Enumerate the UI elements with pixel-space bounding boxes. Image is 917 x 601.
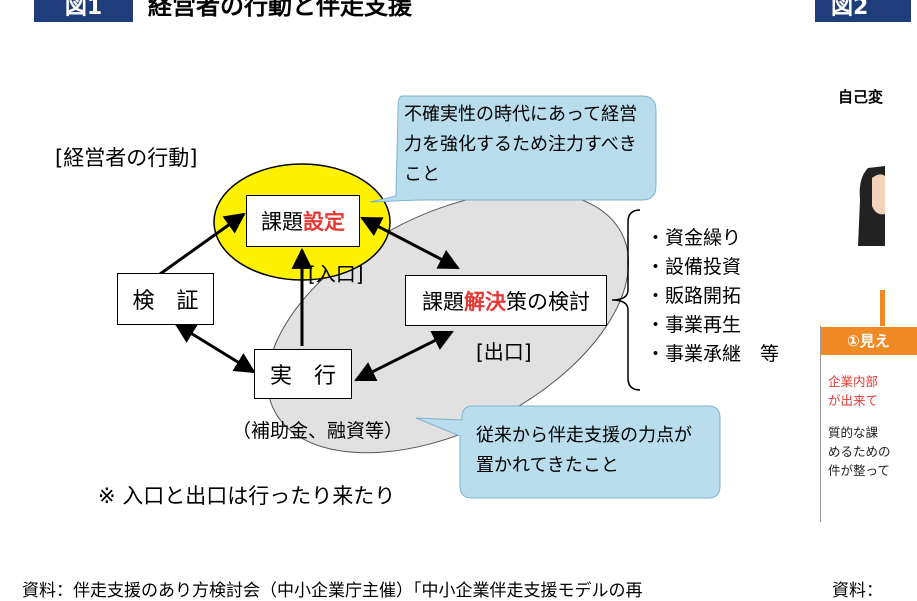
callout-bottom-text: 従来から伴走支援の力点が 置かれてきたこと	[476, 421, 716, 481]
callout-top-line-3: こと	[404, 164, 440, 185]
execution-box: 実 行	[254, 349, 352, 399]
list-item: ・事業承継 等	[646, 343, 780, 365]
figure2-panel	[820, 326, 891, 522]
entrance-label: [入口]	[308, 262, 364, 286]
solution-highlight: 解決	[464, 289, 506, 314]
entrance-exit-note: ※ 入口と出口は行ったり来たり	[98, 484, 396, 508]
section-label: [経営者の行動]	[55, 146, 198, 170]
callout-bottom-line-2: 置かれてきたこと	[476, 455, 619, 476]
callout-bottom-bubble	[415, 405, 721, 499]
callout-top-bubble	[369, 95, 657, 203]
list-item: ・設備投資	[646, 256, 742, 278]
arrow-setting-kaiketsu	[360, 216, 460, 270]
figure2-heading: 自己変	[838, 88, 884, 106]
list-item: ・資金繰り	[646, 227, 742, 249]
callout-top-text: 不確実性の時代にあって経営 力を強化するため注力すべき こと	[404, 100, 654, 190]
figure2-section-header: ①見え	[821, 327, 917, 355]
issue-setting-highlight: 設定	[303, 210, 345, 234]
financing-list: ・資金繰り ・設備投資 ・販路開拓 ・事業再生 ・事業承継 等	[646, 224, 779, 369]
arrow-kensho-jikko	[174, 322, 256, 374]
solution-review-box: 課題解決策の検討	[405, 275, 607, 326]
person-face	[872, 174, 885, 215]
figure2-red-line: 企業内部	[828, 374, 879, 389]
figure2-red-text: 企業内部 が出来て	[828, 372, 878, 410]
issue-setting-prefix: 課題	[261, 210, 303, 234]
figure2-label-text: 図2	[831, 0, 869, 20]
subsidy-label: （補助金、融資等）	[232, 420, 404, 442]
callout-top-line-2: 力を強化するため注力すべき	[404, 134, 637, 155]
figure2-red-line: が出来て	[828, 393, 879, 408]
list-item: ・事業再生	[646, 314, 742, 336]
figure2-section-header-text: ①見え	[847, 332, 890, 350]
solution-suffix: 策の検討	[506, 289, 590, 314]
list-item: ・販路開拓	[646, 285, 742, 307]
list-brace	[611, 209, 641, 391]
arrow-kensho-to-setting	[159, 212, 246, 276]
figure2-label: 図2	[815, 0, 911, 22]
issue-setting-box: 課題設定	[246, 195, 360, 247]
verification-box: 検 証	[117, 273, 214, 325]
figure2-body-text: 質的な課 めるための 件が整って	[828, 423, 891, 480]
orange-bar	[880, 290, 885, 326]
figure1-title: 経営者の行動と伴走支援	[148, 0, 412, 20]
figure1-source: 資料：伴走支援のあり方検討会（中小企業庁主催）「中小企業伴走支援モデルの再	[22, 581, 643, 601]
arrow-jikko-kaiketsu	[354, 330, 454, 382]
figure2-body-line: 質的な課	[828, 425, 879, 440]
figure2-source: 資料：	[832, 581, 883, 601]
figure2-body-line: めるための	[828, 444, 891, 459]
callout-bottom-line-1: 従来から伴走支援の力点が	[476, 425, 692, 446]
callout-top-line-1: 不確実性の時代にあって経営	[404, 104, 638, 125]
figure2-body-line: 件が整って	[828, 463, 890, 478]
solution-prefix: 課題	[422, 289, 464, 314]
figure1-label: 図1	[34, 0, 133, 22]
exit-label: [出口]	[476, 340, 532, 364]
